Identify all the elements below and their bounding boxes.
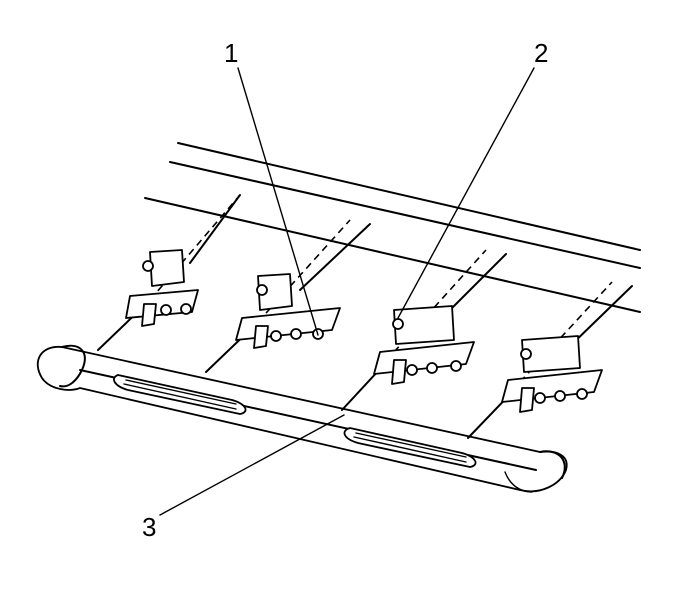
mounting-bracket-1 <box>97 194 241 351</box>
mounting-bracket-3 <box>341 249 507 411</box>
leader-line-2 <box>397 67 535 319</box>
leader-line-1 <box>237 67 319 336</box>
mounting-bracket-4 <box>467 281 633 439</box>
mounting-bracket-2 <box>205 219 371 373</box>
leader-line-3 <box>159 414 345 516</box>
vehicle-body-lines <box>144 142 641 313</box>
callout-1: 1 <box>224 38 238 68</box>
callout-2: 2 <box>534 38 548 68</box>
callout-leaders <box>159 67 535 516</box>
callout-3: 3 <box>142 512 156 542</box>
step-bar <box>36 344 568 493</box>
